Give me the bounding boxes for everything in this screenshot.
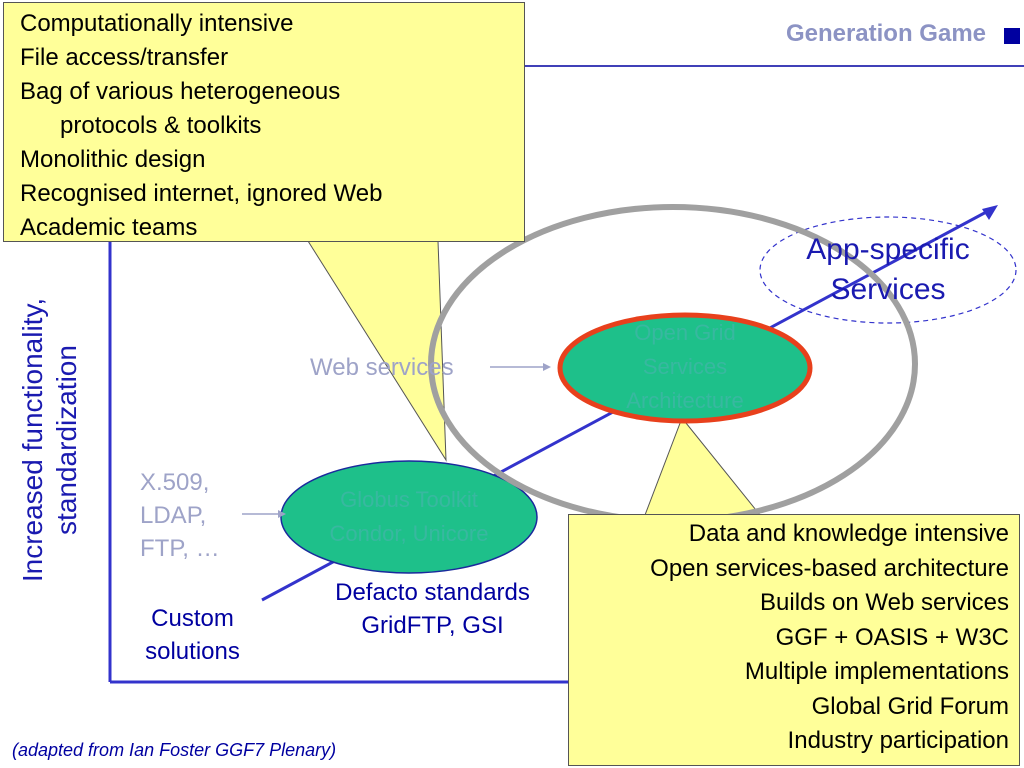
y-axis-label: Increased functionality, standardization <box>16 298 84 582</box>
x509-label-line: FTP, … <box>140 535 220 562</box>
callout-bottom-item: Builds on Web services <box>760 589 1009 616</box>
web-services-arrowhead <box>543 363 551 371</box>
source-footnote: (adapted from Ian Foster GGF7 Plenary) <box>12 740 337 760</box>
callout-top-item: Computationally intensive <box>20 10 294 37</box>
callout-top-item: protocols & toolkits <box>60 112 262 139</box>
defacto-standards-label: Defacto standards GridFTP, GSI <box>305 576 560 642</box>
app-specific-label-line: App-specific <box>806 233 970 266</box>
callout-bottom-item: Open services-based architecture <box>650 554 1009 582</box>
custom-solutions-label: Custom solutions <box>130 602 255 668</box>
x509-ldap-ftp-label: X.509, LDAP, FTP, … <box>140 466 220 565</box>
y-axis-label-line-1: Increased functionality, <box>17 297 48 583</box>
ogsa-ellipse <box>557 312 813 424</box>
y-axis-label-line-2: standardization <box>51 345 82 535</box>
x509-label-line: X.509, <box>140 469 210 496</box>
callout-top-item: Bag of various heterogeneous <box>20 78 341 105</box>
callout-bottom-item: Multiple implementations <box>744 658 1009 685</box>
globus-label-line: Globus Toolkit <box>340 487 478 512</box>
globus-ellipse-label: Globus Toolkit Condor, Unicore <box>281 483 537 551</box>
ogsa-label-line: Open Grid <box>634 320 736 345</box>
callout-bottom-item: GGF + OASIS + W3C <box>775 623 1009 651</box>
x509-arrowhead <box>278 510 286 518</box>
title-marker-square <box>1004 28 1020 44</box>
custom-label-line: Custom <box>151 605 234 632</box>
defacto-label-line: Defacto standards <box>335 579 530 606</box>
callout-bottom-item: Global Grid Forum <box>811 692 1009 720</box>
defacto-label-line: GridFTP, GSI <box>361 612 504 639</box>
callout-top-item: Academic teams <box>20 214 198 241</box>
callout-top-item: Recognised internet, ignored Web <box>20 180 383 207</box>
custom-label-line: solutions <box>145 638 240 665</box>
app-specific-ellipse <box>759 216 1017 324</box>
callout-top-item: File access/transfer <box>20 44 229 71</box>
callout-bottom-item: Industry participation <box>787 727 1009 754</box>
ogsa-label-line: Services <box>642 354 728 379</box>
callout-top-item: Monolithic design <box>20 146 206 173</box>
globus-ellipse <box>280 460 538 574</box>
web-services-label: Web services <box>310 354 454 381</box>
x509-label-line: LDAP, <box>140 502 207 529</box>
page-title: Generation Game <box>785 20 986 47</box>
ogsa-ellipse-label: Open Grid Services Architecture <box>560 316 810 418</box>
globus-label-line: Condor, Unicore <box>329 521 489 546</box>
app-specific-label-line: Services <box>830 273 946 306</box>
callout-bottom-pointer <box>644 417 762 516</box>
app-specific-label: App-specific Services <box>760 230 1016 310</box>
ogsa-label-line: Architecture <box>626 388 744 413</box>
callout-ogsa-generation: Data and knowledge intensive Open servic… <box>568 514 1020 766</box>
callout-bottom-item: Data and knowledge intensive <box>688 520 1009 547</box>
progression-arrowhead <box>982 205 998 220</box>
callout-first-generation: Computationally intensive File access/tr… <box>3 2 525 242</box>
